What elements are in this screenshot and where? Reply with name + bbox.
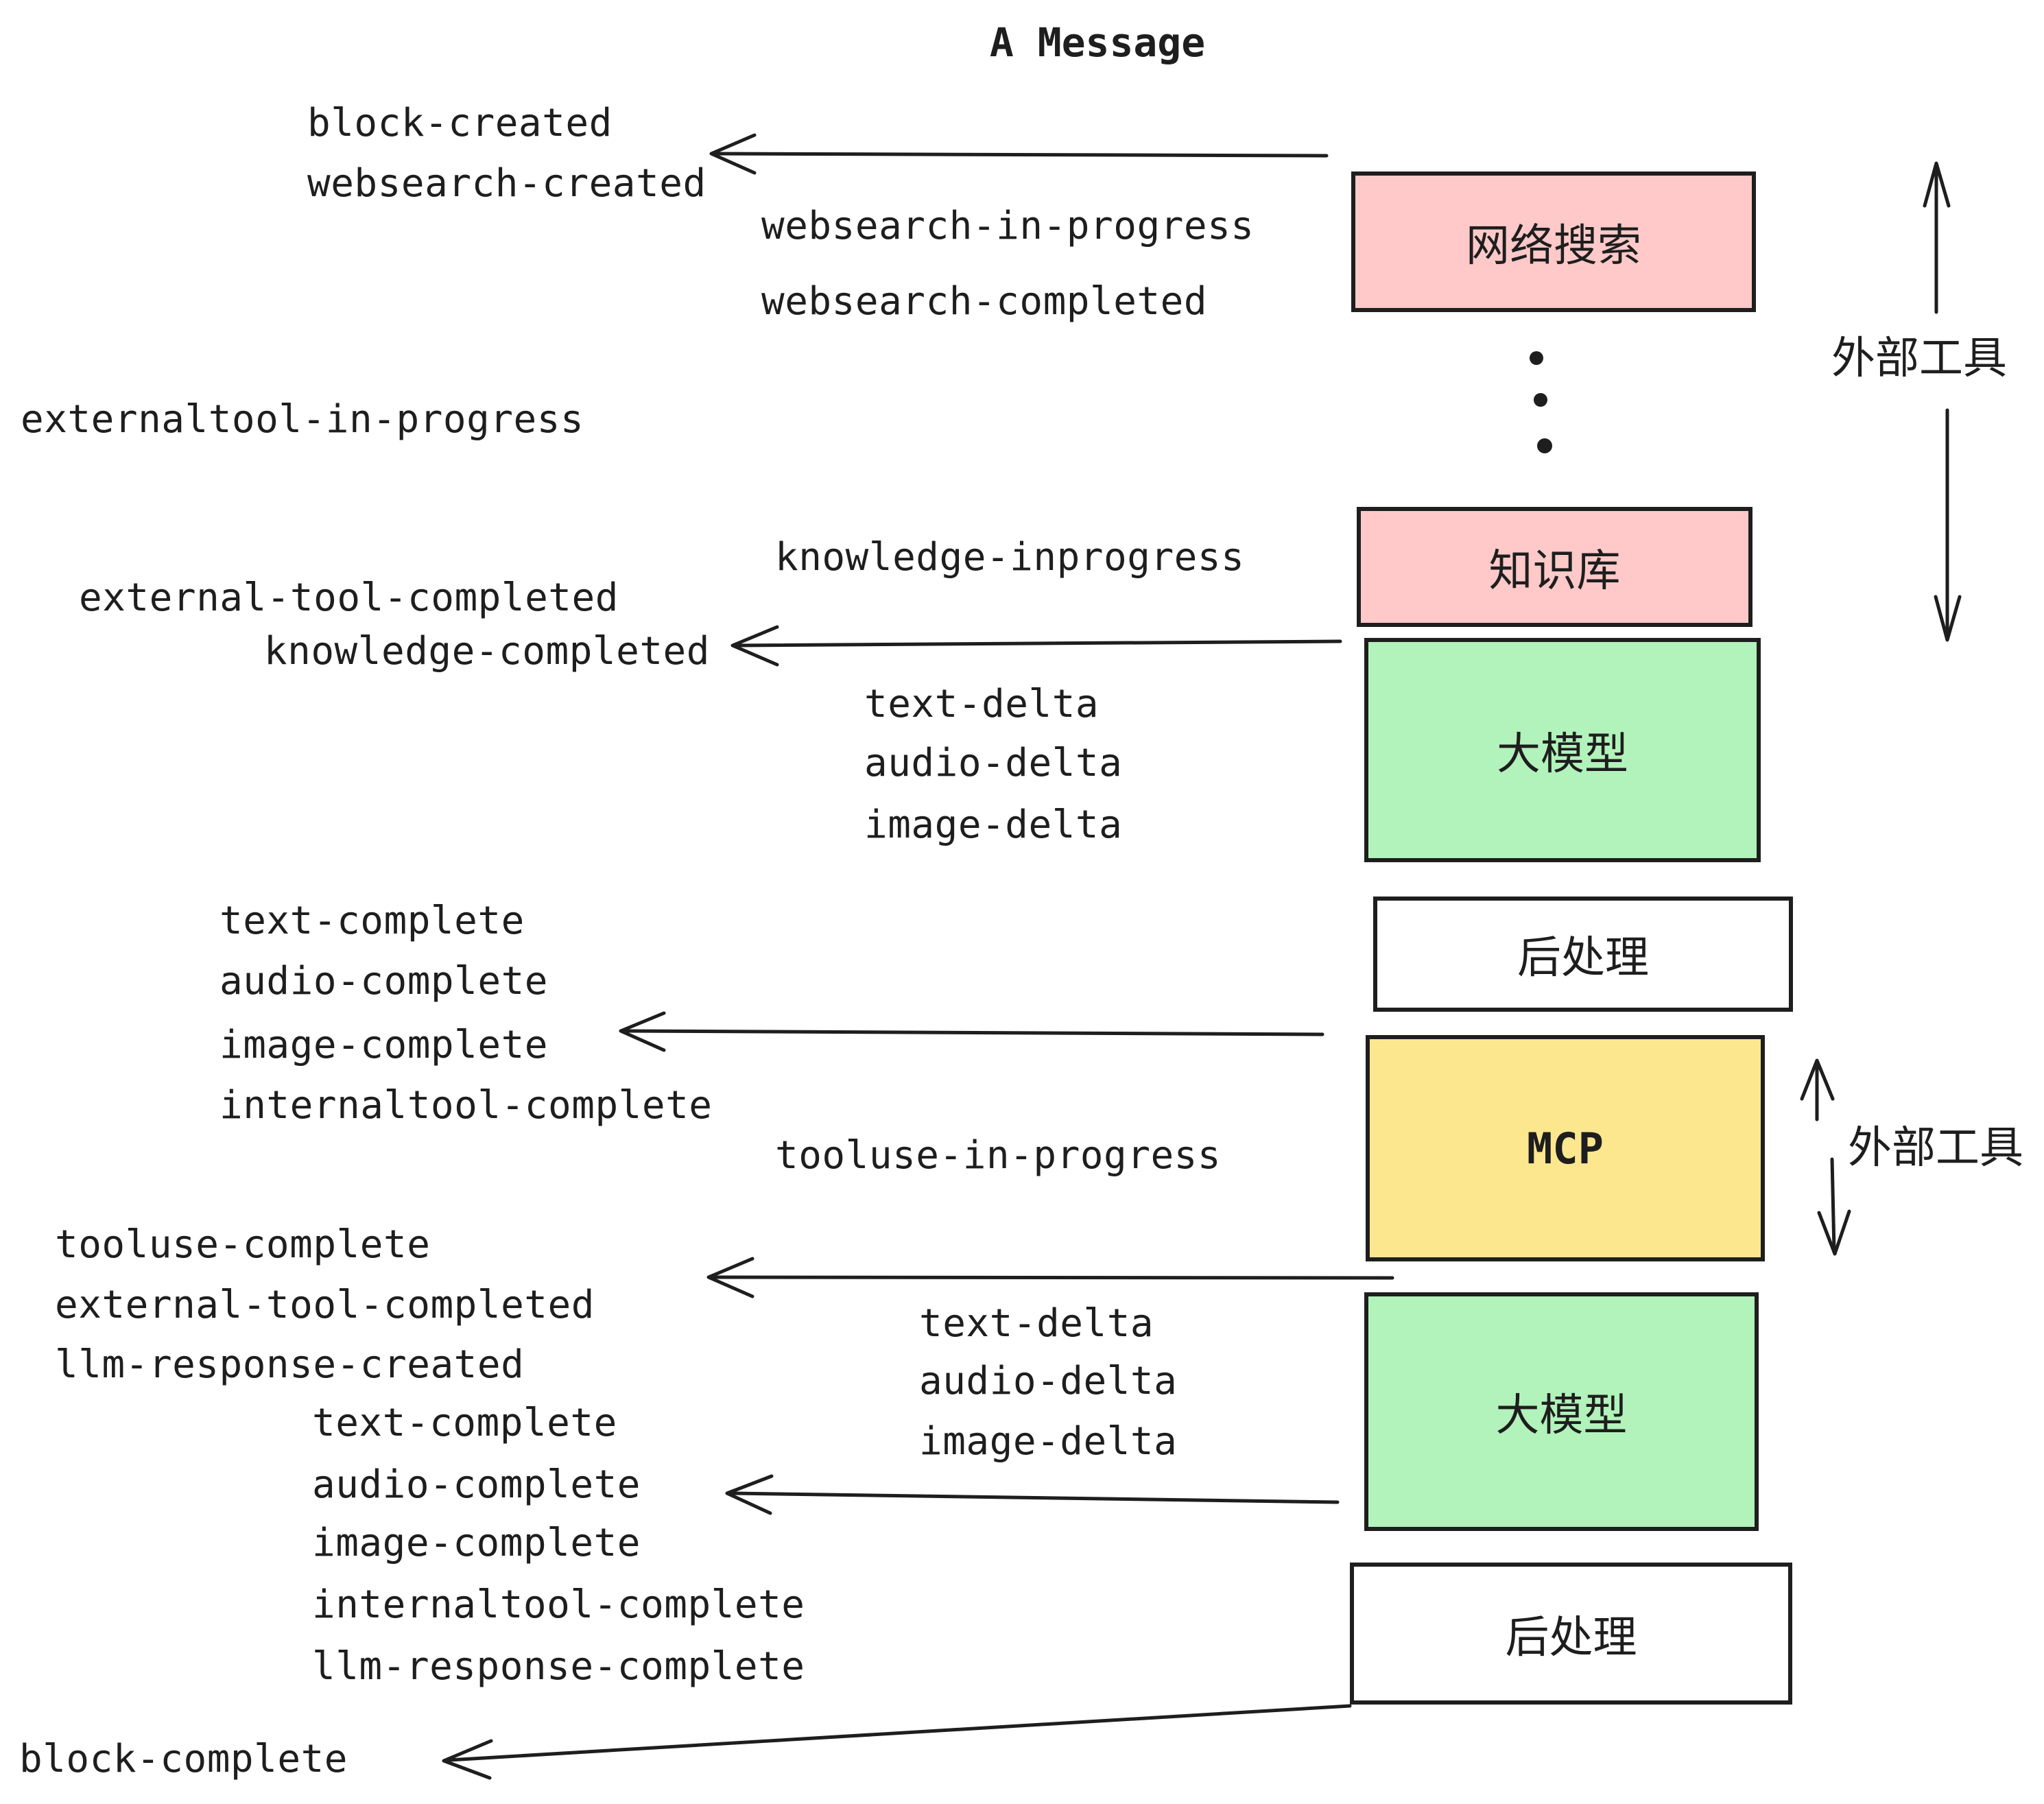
side-label-external-tools-mcp: 外部工具: [1848, 1123, 2023, 1172]
box-mcp-label: MCP: [1527, 1123, 1604, 1174]
event-internaltool-complete-2: internaltool-complete: [312, 1582, 805, 1627]
event-block-complete: block-complete: [19, 1737, 348, 1781]
event-audio-delta-2: audio-delta: [919, 1359, 1178, 1403]
event-block-created: block-created: [307, 101, 613, 145]
box-postprocess-2-label: 后处理: [1505, 1612, 1637, 1662]
double-arrow-external-tools-top-up-head: [1923, 161, 1951, 208]
box-llm-1-label: 大模型: [1497, 728, 1628, 779]
event-knowledge-completed: knowledge-completed: [263, 629, 710, 674]
box-knowledge: 知识库: [1357, 507, 1752, 627]
event-llm-response-complete: llm-response-complete: [312, 1644, 805, 1689]
box-postprocess-1: 后处理: [1373, 897, 1793, 1012]
arrow-to-tooluse-complete-head: [706, 1257, 754, 1298]
arrow-to-block-complete-head: [442, 1739, 493, 1780]
arrow-to-image-complete: [623, 1029, 1324, 1036]
event-internaltool-complete-1: internaltool-complete: [219, 1083, 713, 1128]
event-websearch-completed: websearch-completed: [761, 279, 1208, 324]
event-tooluse-in-progress: tooluse-in-progress: [775, 1133, 1222, 1178]
event-text-delta-2: text-delta: [919, 1301, 1154, 1346]
double-arrow-external-tools-mcp-down: [1830, 1157, 1836, 1252]
event-websearch-created: websearch-created: [307, 161, 706, 206]
arrow-to-block-complete: [447, 1704, 1352, 1762]
double-arrow-external-tools-mcp-down-head: [1817, 1209, 1851, 1256]
event-audio-complete-2: audio-complete: [312, 1462, 641, 1507]
event-image-complete-1: image-complete: [219, 1023, 549, 1067]
arrow-to-knowledge-completed-head: [730, 625, 779, 667]
event-external-tool-completed-1: external-tool-completed: [79, 575, 619, 620]
event-llm-response-created: llm-response-created: [55, 1342, 525, 1387]
event-websearch-in-progress: websearch-in-progress: [761, 204, 1255, 248]
event-audio-complete-1: audio-complete: [219, 959, 549, 1004]
arrow-to-block-created-head: [709, 133, 757, 175]
side-label-external-tools-top: 外部工具: [1831, 333, 2007, 383]
event-audio-delta-1: audio-delta: [864, 741, 1123, 785]
box-mcp: MCP: [1366, 1035, 1765, 1261]
event-externaltool-in-progress: externaltool-in-progress: [21, 397, 584, 442]
arrow-to-image-complete-head: [619, 1011, 666, 1052]
double-arrow-external-tools-mcp-up-head: [1800, 1058, 1835, 1101]
event-text-complete-2: text-complete: [312, 1401, 617, 1445]
ellipsis-dots: [1530, 351, 1552, 453]
event-text-complete-1: text-complete: [219, 899, 525, 943]
arrow-to-tooluse-complete: [711, 1275, 1394, 1280]
box-knowledge-label: 知识库: [1488, 545, 1621, 595]
box-postprocess-1-label: 后处理: [1517, 933, 1649, 982]
event-knowledge-inprogress: knowledge-inprogress: [775, 535, 1245, 580]
arrow-to-audio-complete: [730, 1491, 1340, 1504]
box-llm-2: 大模型: [1364, 1292, 1759, 1531]
box-websearch-label: 网络搜索: [1466, 220, 1641, 270]
arrow-to-block-created: [713, 152, 1329, 158]
arrow-to-audio-complete-head: [725, 1474, 774, 1515]
event-text-delta-1: text-delta: [864, 682, 1100, 726]
event-image-complete-2: image-complete: [312, 1521, 641, 1565]
box-llm-1: 大模型: [1364, 638, 1761, 862]
event-tooluse-complete: tooluse-complete: [55, 1222, 431, 1267]
box-llm-2-label: 大模型: [1495, 1390, 1628, 1440]
box-websearch: 网络搜索: [1351, 171, 1756, 312]
event-external-tool-completed-2: external-tool-completed: [55, 1283, 595, 1327]
box-postprocess-2: 后处理: [1350, 1563, 1792, 1705]
event-image-delta-1: image-delta: [864, 803, 1123, 847]
double-arrow-external-tools-top-down-head: [1934, 595, 1962, 642]
page-title: A Message: [989, 19, 1206, 66]
arrow-to-knowledge-completed: [735, 639, 1342, 648]
event-image-delta-2: image-delta: [919, 1419, 1178, 1464]
